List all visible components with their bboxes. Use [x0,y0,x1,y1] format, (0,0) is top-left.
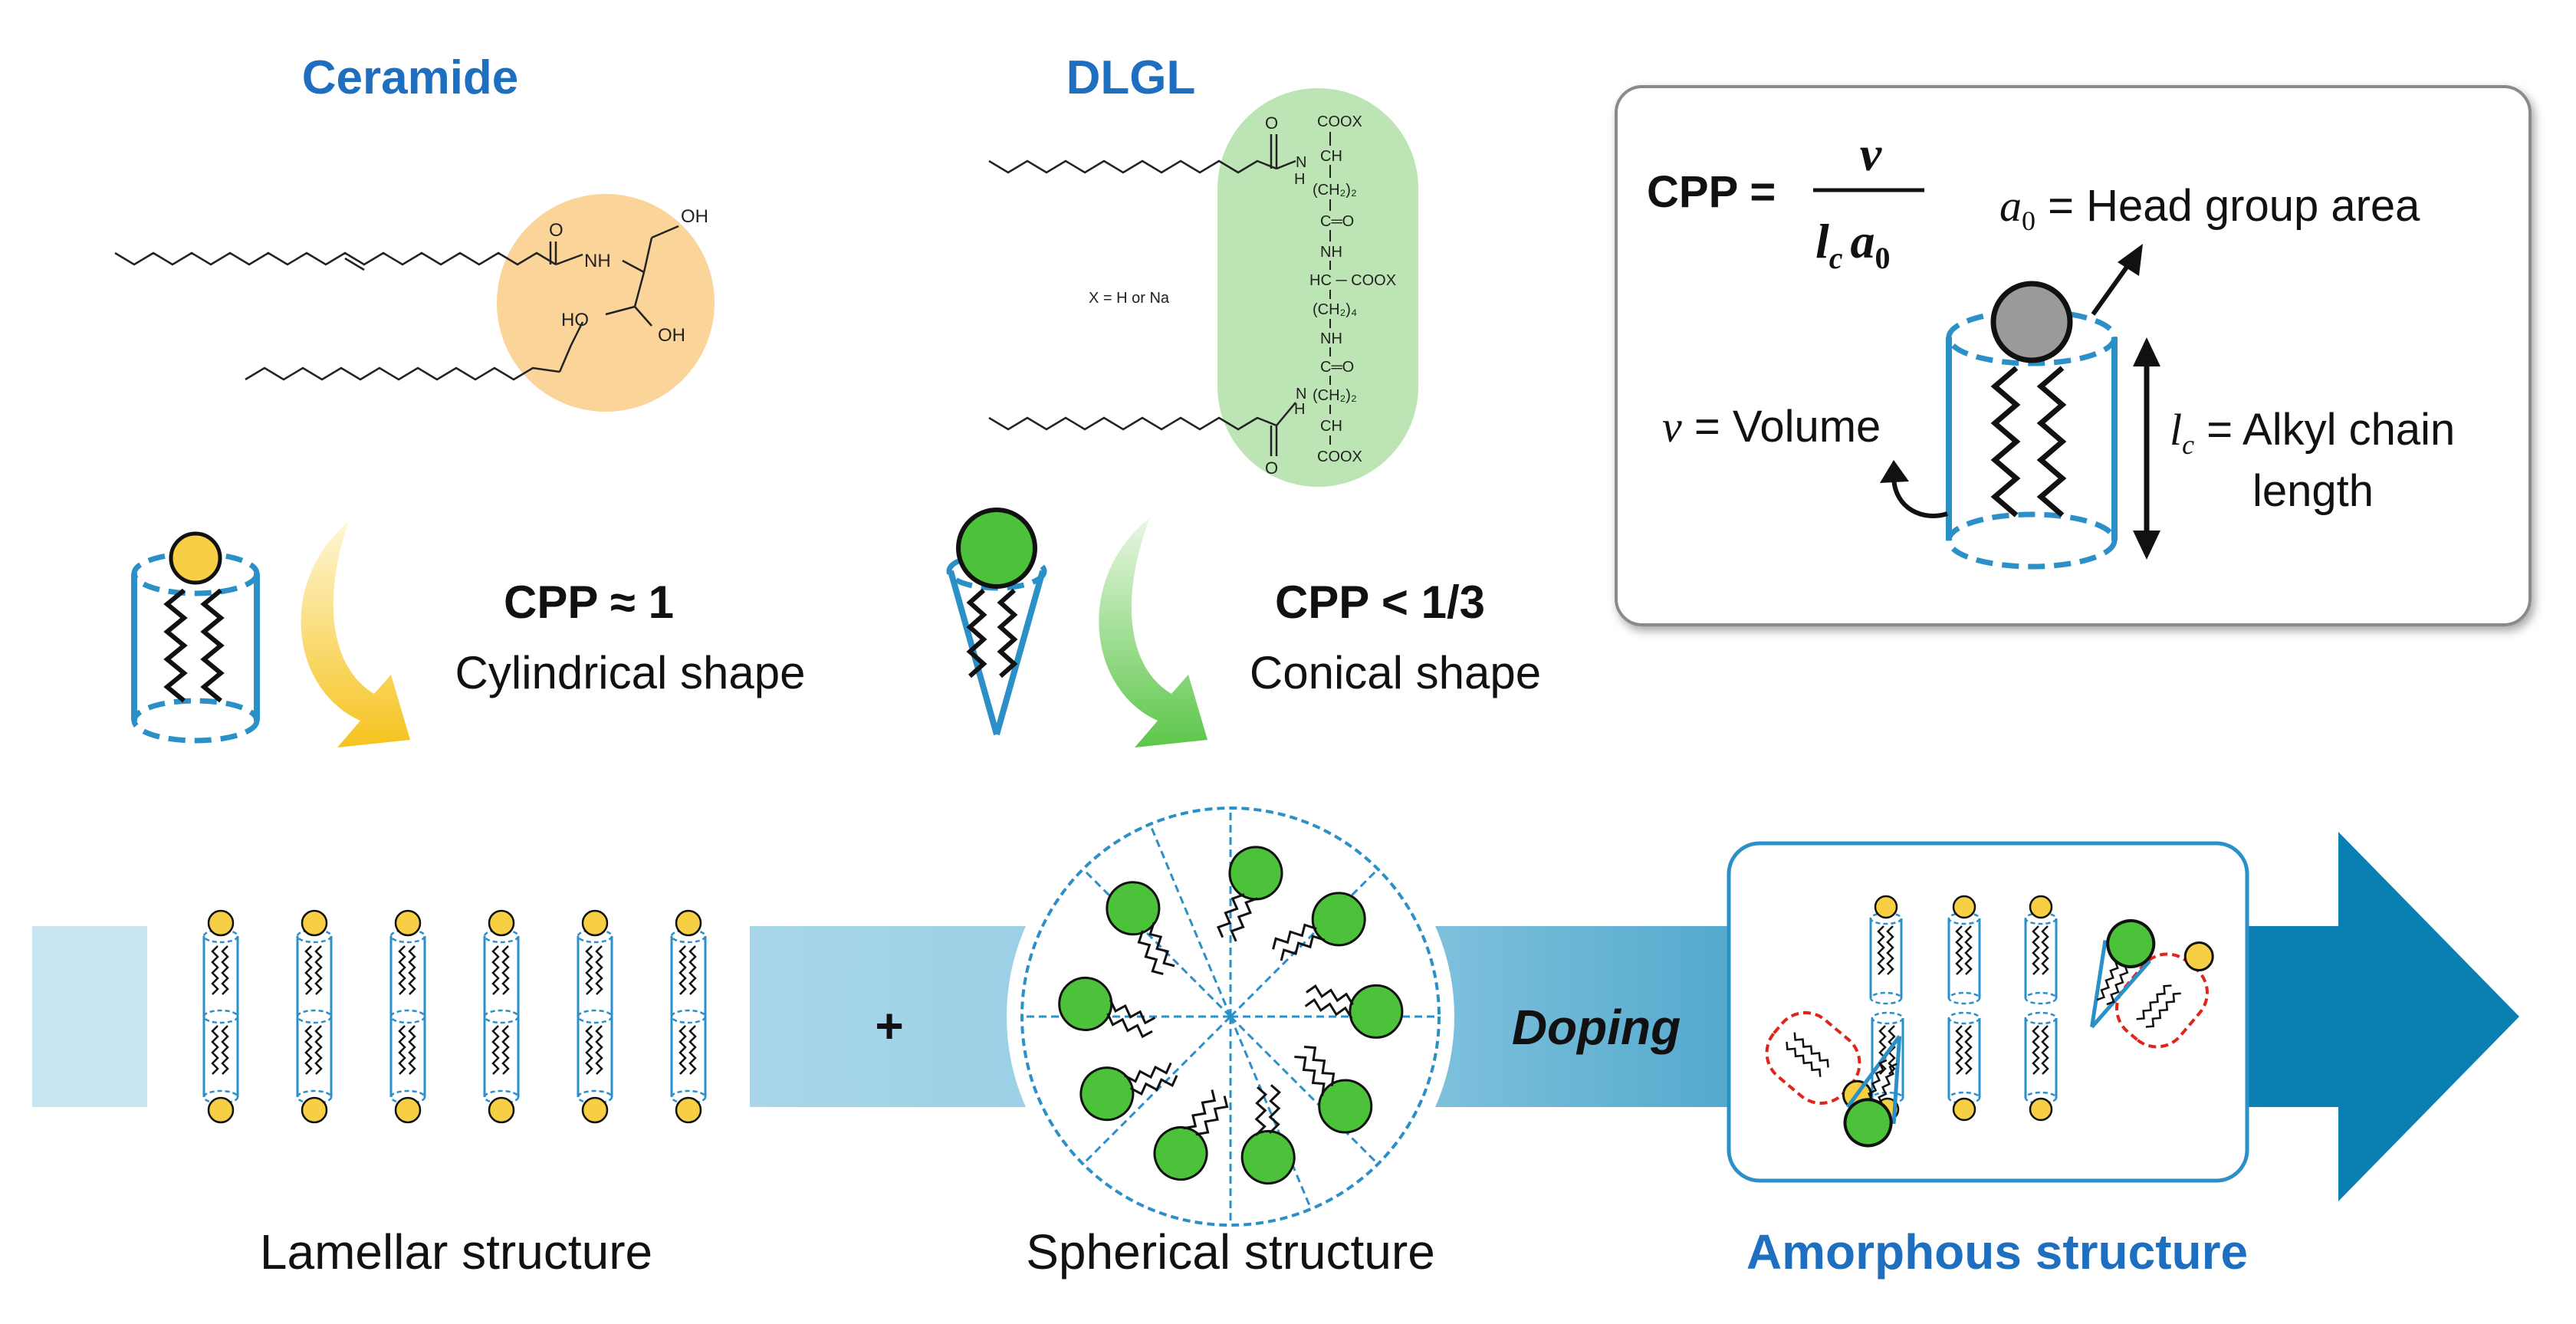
dlgl-co-a: C═O [1320,213,1354,230]
cpp-cylinder-illustration [1880,244,2160,570]
ceramide-shape: Cylindrical shape [455,647,806,698]
dlgl-hc-cooh: HC ─ COOX [1309,272,1396,289]
dlgl-cooh-bot: COOX [1317,448,1362,465]
amorphous-structure [1727,841,2249,1183]
dlgl-shape-arrow [1099,517,1208,747]
dlgl-ch2-4: (CH₂)₄ [1313,301,1357,318]
dlgl-o-top: O [1265,113,1278,133]
svg-text:v = Volume: v = Volume [1662,402,1881,452]
cpp-denominator-c: c [1829,241,1843,275]
process-arrow-head [2338,832,2519,1201]
dlgl-cpp: CPP < 1/3 [1275,577,1485,628]
svg-text:lc = Alkyl chain: lc = Alkyl chain [2170,405,2455,460]
ceramide-title: Ceramide [302,51,519,104]
ceramide-oh-mid: OH [658,325,685,346]
dlgl-title: DLGL [1066,51,1196,104]
head-text: = Head group area [2036,181,2420,231]
cpp-denominator-l: l [1815,214,1829,268]
spherical-label: Spherical structure [1026,1224,1435,1280]
plus-sign: + [875,998,903,1053]
alkyl-symbol: l [2170,405,2182,455]
spherical-structure [1020,807,1441,1227]
cpp-denominator-a: a [1851,214,1875,268]
dlgl-shape: Conical shape [1250,647,1541,698]
ceramide-cylinder-icon [131,531,260,744]
dlgl-ch2-b: (CH₂)₂ [1313,387,1357,404]
dlgl-structure: O COOX CH N H (CH₂)₂ C═O NH HC ─ COOX (C… [988,88,1418,487]
dlgl-o-bot: O [1265,458,1278,478]
cpp-numerator: v [1860,126,1882,181]
dlgl-co-b: C═O [1320,359,1354,376]
dlgl-n-top: N [1296,154,1306,171]
ceramide-o: O [549,220,564,241]
ceramide-structure: O NH OH OH HO [114,194,715,412]
dlgl-head-highlight [1217,88,1418,487]
dlgl-x-note: X = H or Na [1089,290,1170,307]
dlgl-cone-icon [946,508,1047,736]
dlgl-nh-b: NH [1320,330,1342,347]
dlgl-ch-top: CH [1320,148,1342,165]
volume-text: = Volume [1682,402,1881,452]
dlgl-nh-a: NH [1320,244,1342,261]
ceramide-nh: NH [584,251,611,271]
dlgl-cooh-top: COOX [1317,113,1362,130]
head-sub: 0 [2022,205,2036,236]
lamellar-label: Lamellar structure [260,1224,652,1280]
svg-text:a0 = Head group area: a0 = Head group area [1999,181,2420,236]
ceramide-shape-arrow [301,521,410,747]
dlgl-n-bot: N [1296,386,1306,402]
cpp-denominator-0: 0 [1875,241,1891,275]
alkyl-sub: c [2182,429,2194,460]
volume-symbol: v [1662,402,1682,452]
ceramide-ho: HO [561,310,589,330]
ceramide-oh-top: OH [681,206,708,227]
dlgl-h-bot: H [1294,401,1305,418]
dlgl-ch2-a: (CH₂)₂ [1313,182,1357,199]
dlgl-h-top: H [1294,171,1305,188]
doping-label: Doping [1512,1000,1681,1055]
cpp-head-circle [1990,281,2073,363]
dlgl-ch-bot: CH [1320,418,1342,435]
alkyl-text-2: length [2252,466,2374,516]
head-symbol: a [1999,181,2022,231]
cpp-label: CPP = [1647,167,1776,217]
amorphous-label: Amorphous structure [1746,1224,2248,1280]
ceramide-cpp: CPP ≈ 1 [504,577,674,628]
alkyl-text-1: = Alkyl chain [2194,405,2455,455]
